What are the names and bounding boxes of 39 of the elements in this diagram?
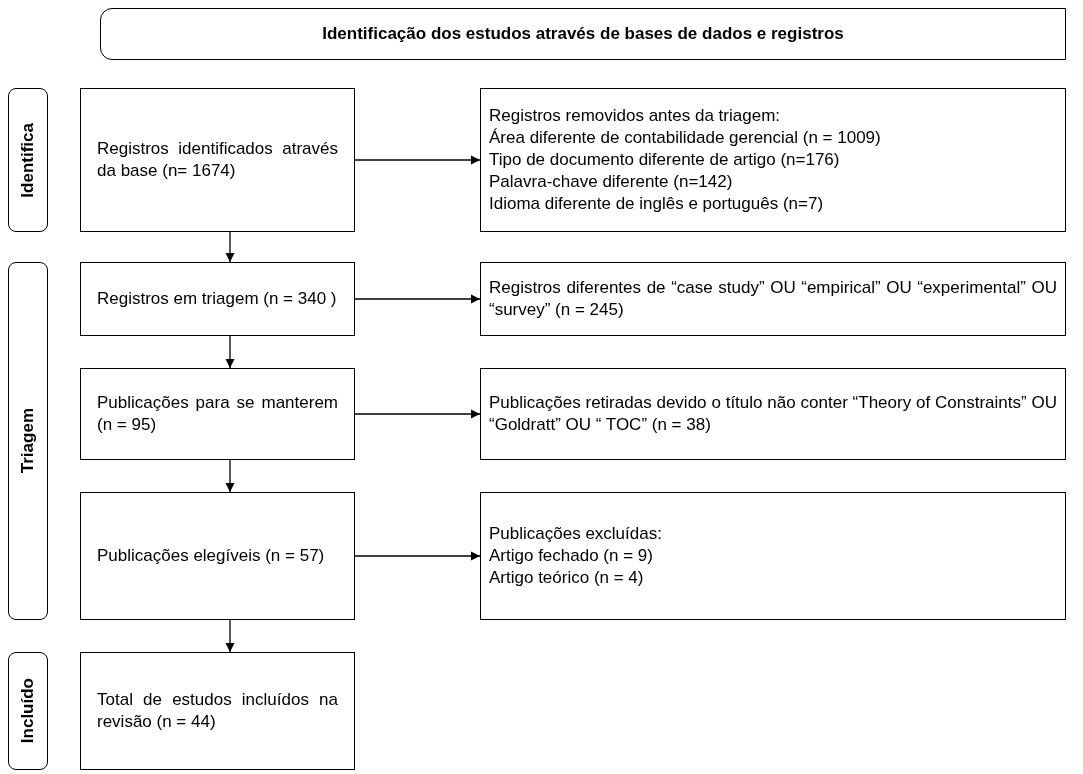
process-box	[80, 88, 355, 232]
box-text: Publicações elegíveis (n = 57)	[97, 545, 326, 567]
process-box	[80, 652, 355, 770]
stage-band	[8, 262, 48, 620]
process-box	[80, 492, 355, 620]
box-text: Artigo teórico (n = 4)	[489, 567, 645, 589]
process-box	[80, 368, 355, 460]
arrow	[354, 294, 481, 304]
box-text: Registros diferentes de “case study” OU “empirical” OU “experimental” OU “survey” (n = 245)	[489, 277, 1057, 321]
arrow	[354, 155, 481, 165]
arrow	[354, 551, 481, 561]
arrow	[225, 619, 235, 653]
box-heading: Registros removidos antes da triagem:	[489, 105, 782, 127]
process-box	[480, 88, 1066, 232]
box-text: Palavra-chave diferente (n=142)	[489, 171, 734, 193]
box-text: Registros em triagem (n = 340 )	[97, 288, 338, 310]
box-text: Total de estudos incluídos na revisão (n = 44)	[97, 689, 338, 733]
box-text: Artigo fechado (n = 9)	[489, 545, 654, 567]
box-text: Publicações para se manterem (n = 95)	[97, 392, 338, 436]
stage-band	[8, 88, 48, 232]
arrow	[225, 335, 235, 369]
stage-label: Identifica	[17, 122, 39, 198]
process-box	[480, 368, 1066, 460]
box-text: Registros identificados através da base (n= 1674)	[97, 138, 338, 182]
box-text: Publicações retiradas devido o título não conter “Theory of Constraints” OU “Goldratt” OU “ TOC” (n = 38)	[489, 392, 1057, 436]
arrow	[225, 231, 235, 263]
arrow	[354, 409, 481, 419]
process-box	[480, 492, 1066, 620]
process-box	[80, 262, 355, 336]
box-text: Tipo de documento diferente de artigo (n=176)	[489, 149, 841, 171]
box-text: Idioma diferente de inglês e português (n=7)	[489, 193, 825, 215]
stage-label: Incluído	[17, 678, 39, 744]
box-text: Área diferente de contabilidade gerencial (n = 1009)	[489, 127, 882, 149]
arrow	[225, 459, 235, 493]
process-box	[480, 262, 1066, 336]
stage-band	[8, 652, 48, 770]
title-box: Identificação dos estudos através de bases de dados e registros	[100, 8, 1066, 60]
stage-label: Triagem	[17, 408, 39, 474]
box-heading: Publicações excluídas:	[489, 523, 663, 545]
